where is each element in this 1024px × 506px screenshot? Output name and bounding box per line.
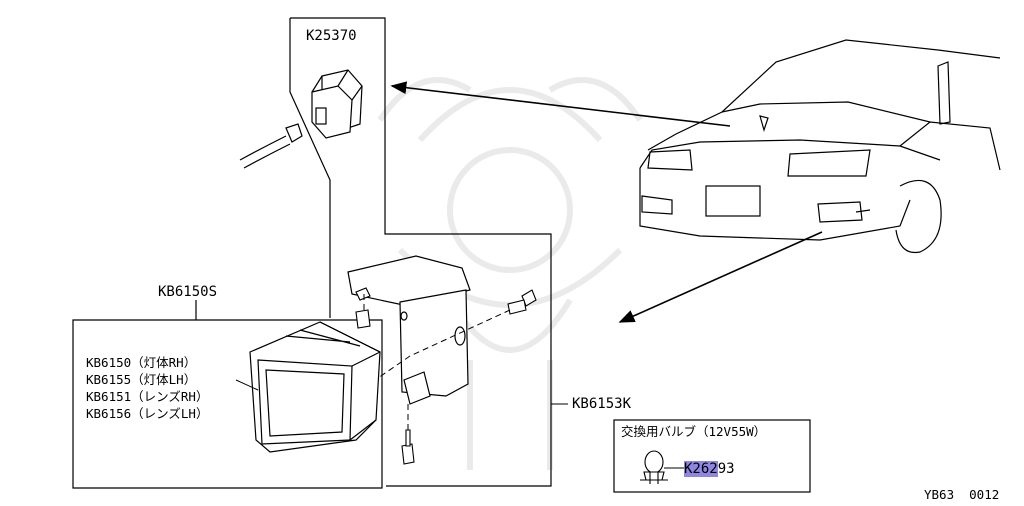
lamp-assembly-label: KB6150S — [158, 284, 218, 300]
switch-part-label: K25370 — [306, 28, 357, 44]
bulb-box-title: 交換用バルブ（12V55W） — [621, 424, 767, 439]
bulb-box-frame — [613, 419, 811, 493]
bulb-illustration — [640, 450, 668, 484]
mounting-hardware — [355, 287, 537, 465]
figure-code: YB63 0012 — [924, 487, 1000, 502]
arrow-to-switch — [390, 81, 731, 127]
car-front-illustration — [639, 39, 1001, 254]
switch-callout-frame — [290, 17, 552, 487]
switch-harness-wire — [239, 123, 303, 169]
lamp-part-line: KB6155（灯体LH） — [86, 372, 197, 387]
lamp-part-line: KB6156（レンズLH） — [86, 406, 209, 421]
arrow-to-lamp — [618, 231, 823, 323]
lamp-parts-list: KB6150（灯体RH） KB6155（灯体LH） KB6151（レンズRH） … — [86, 356, 208, 421]
fog-lamp-bracket — [347, 255, 471, 405]
lamp-callout-box — [72, 319, 383, 489]
lamp-part-line: KB6151（レンズRH） — [86, 389, 209, 404]
bulb-part-highlight: K262 — [684, 461, 718, 477]
fog-switch-illustration — [311, 69, 363, 139]
bulb-part-suffix: 93 — [717, 461, 735, 477]
bulb-part-number: K26293 — [684, 461, 735, 477]
lamp-part-line: KB6150（灯体RH） — [86, 355, 197, 370]
fog-lamp-illustration — [249, 321, 381, 453]
bracket-kit-label: KB6153K — [572, 396, 632, 412]
switch-callout-lower — [289, 18, 331, 318]
